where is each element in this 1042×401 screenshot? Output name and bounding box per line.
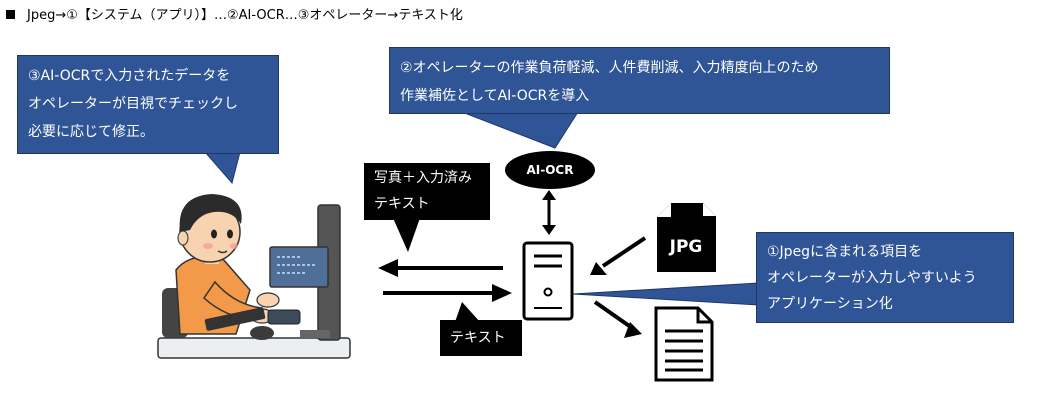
- arrow-to-server: [383, 284, 512, 302]
- callout-operator-check: ③AI-OCRで入力されたデータを オペレーターが目視でチェックし 必要に応じて…: [17, 55, 279, 154]
- bubble-photo-text: 写真＋入力済み テキスト: [364, 163, 490, 220]
- bubble-photo-line-2: テキスト: [374, 196, 430, 212]
- page-title: Jpeg→①【システム（アプリ）】…②AI-OCR…③オペレーター→テキスト化: [6, 4, 463, 23]
- bullet-square: [6, 10, 15, 19]
- callout-3-line-1: ③AI-OCRで入力されたデータを: [28, 68, 231, 84]
- arrow-to-operator: [378, 259, 503, 277]
- callout-2-line-2: 作業補佐としてAI-OCRを導入: [400, 88, 590, 104]
- bubble-text-label: テキスト: [450, 330, 506, 346]
- aiocr-node: AI-OCR: [505, 151, 595, 189]
- callout-3-pointer: [203, 151, 241, 185]
- arrow-jpg-to-server: [590, 236, 647, 275]
- aiocr-label: AI-OCR: [526, 163, 574, 177]
- callout-1-line-1: ①Jpegに含まれる項目を: [767, 244, 923, 260]
- callout-1-line-2: オペレーターが入力しやすいよう: [767, 270, 977, 286]
- callout-1-pointer: [572, 282, 759, 306]
- text-document-icon: [654, 306, 714, 382]
- callout-2-pointer: [461, 111, 579, 149]
- title-text: Jpeg→①【システム（アプリ）】…②AI-OCR…③オペレーター→テキスト化: [27, 8, 463, 23]
- bubble-photo-pointer: [393, 218, 420, 252]
- callout-app-conversion: ①Jpegに含まれる項目を オペレーターが入力しやすいよう アプリケーション化: [756, 232, 1014, 323]
- callout-1-line-3: アプリケーション化: [767, 296, 893, 312]
- jpg-file-icon: JPG: [657, 203, 716, 272]
- callout-2-line-1: ②オペレーターの作業負荷軽減、人件費削減、入力精度向上のため: [400, 60, 819, 76]
- server-icon: [522, 241, 574, 321]
- bubble-text-pointer: [455, 302, 480, 322]
- bubble-text-only: テキスト: [440, 320, 522, 356]
- arrow-server-to-doc: [593, 300, 642, 338]
- jpg-label: JPG: [669, 237, 703, 257]
- callout-aiocr-purpose: ②オペレーターの作業負荷軽減、人件費削減、入力精度向上のため 作業補佐としてAI…: [389, 47, 890, 114]
- callout-3-line-3: 必要に応じて修正。: [28, 124, 154, 140]
- callout-3-line-2: オペレーターが目視でチェックし: [28, 96, 238, 112]
- bubble-photo-line-1: 写真＋入力済み: [374, 170, 472, 186]
- operator-illustration: [157, 194, 351, 359]
- aiocr-double-arrow: [542, 190, 556, 235]
